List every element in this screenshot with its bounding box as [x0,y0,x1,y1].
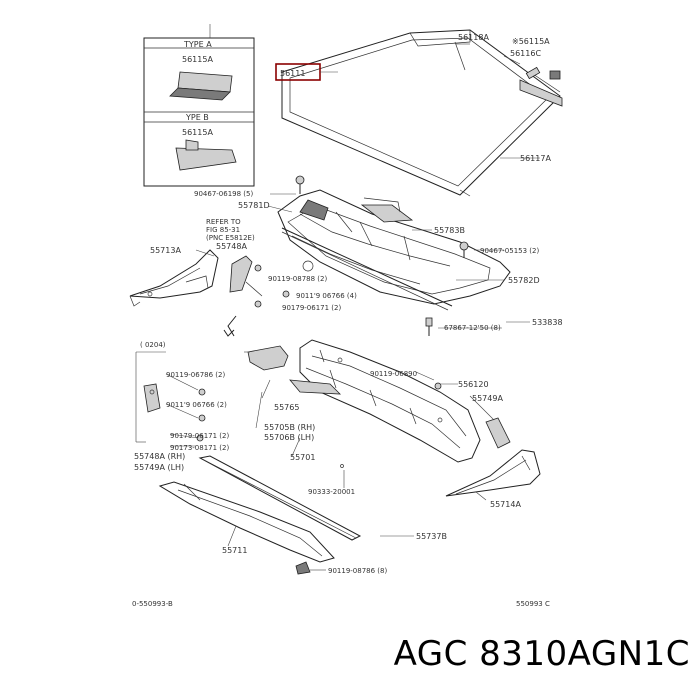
label-55714a: 55714A [490,500,521,509]
label-55782d: 55782D [508,276,540,285]
hinge-group-upper [223,255,290,337]
label-code-right: 550993 C [516,600,550,608]
grille-part [360,204,414,223]
cowl-lower-panel [247,339,481,463]
label-55711: 55711 [222,546,247,555]
label-refer: REFER TO [206,218,241,226]
label-90119-06786-2: 90119-06786 (2) [166,371,225,379]
label-90467-05153: 90467-05153 (2) [480,247,539,255]
label-67867: 67867-12'50 (8) [444,324,501,332]
label-code-left: 0-550993-B [132,600,173,608]
label-56117a: 56117A [520,154,551,163]
label-90119-08788: 90119-08788 (2) [268,275,327,283]
label-55781d: 55781D [238,201,270,210]
molding-clip-b [175,147,237,171]
windshield-glass [281,29,563,197]
label-55737b: 55737B [416,532,447,541]
hinge-group-lower [135,352,206,442]
watermark-text: AGC 8310AGN1C [393,634,690,674]
label-56118a: 56118A [458,33,489,42]
label-pnc: (PNC E5812E) [206,234,255,242]
label-56115a-bottom: 56115A [182,128,213,137]
part-labels: TYPE A 56115A YPE B 56115A 56111 56118A … [132,33,563,608]
label-55749a-right: 55749A [472,394,503,403]
cowl-bracket-55765 [247,345,289,371]
label-55748a-rh: 55748A (RH) [134,452,185,461]
label-55706b: 55706B (LH) [264,433,314,442]
type-inset [143,24,255,187]
seal-strip [198,455,362,541]
label-90333-20001: 90333-20001 [308,488,355,496]
label-56116c: 56116C [510,49,541,58]
label-type-b: YPE B [185,113,209,122]
label-90467-06198: 90467-06198 (5) [194,190,253,198]
label-55701: 55701 [290,453,315,462]
label-90173-08171: 90173-08171 (2) [170,444,229,452]
label-0204: ( 0204) [140,341,166,349]
label-fig: FIG 85-31 [206,226,240,234]
label-90119-06890: 90119-06890 [370,370,417,378]
label-56111: 56111 [280,69,305,78]
label-56115a-star: ※56115A [512,37,550,46]
label-90179-06171-2b: 90179-06171 (2) [170,432,229,440]
leader-lines [136,43,540,571]
label-90179-06171-2a: 90179-06171 (2) [282,304,341,312]
label-55705b: 55705B (RH) [264,423,315,432]
label-90119-08786-8: 90119-08786 (8) [328,567,387,575]
label-55783b: 55783B [434,226,465,235]
side-bracket-left [129,249,219,307]
label-56115a-top: 56115A [182,55,213,64]
label-55748a-top: 55748A [216,242,247,251]
label-90119-06766-2: 9011'9 06766 (2) [166,401,227,409]
cowl-top-panel [277,175,511,336]
label-55749a-lh: 55749A (LH) [134,463,184,472]
label-90119-06766-4: 9011'9 06766 (4) [296,292,357,300]
bottom-panel [158,464,344,575]
label-type-a: TYPE A [183,40,212,49]
label-556120: 556120 [458,380,489,389]
label-53383e: 533838 [532,318,563,327]
label-55713a: 55713A [150,246,181,255]
label-55765: 55765 [274,403,299,412]
side-bracket-right [445,417,541,497]
